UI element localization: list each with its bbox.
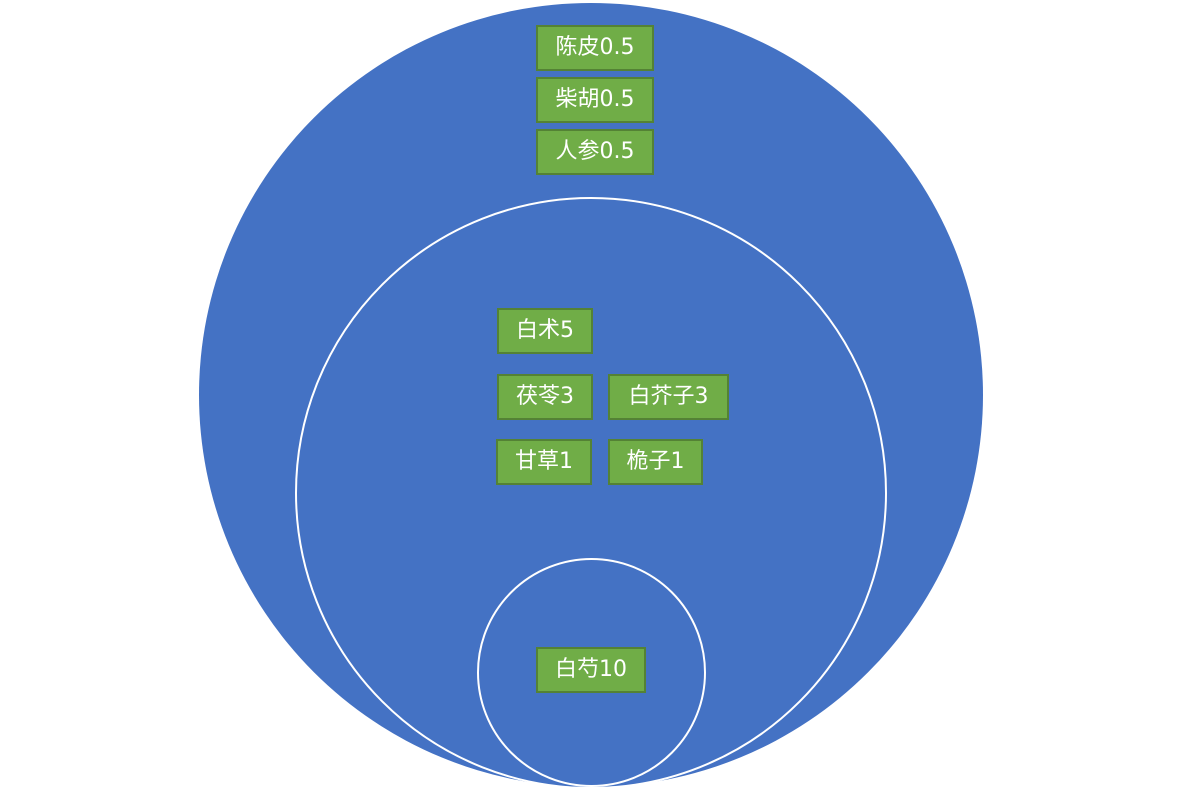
herb-box-inner-1: 白芍10 xyxy=(536,647,646,693)
herb-box-outer-2: 柴胡0.5 xyxy=(536,77,654,123)
inner-circle xyxy=(477,558,706,787)
herb-box-outer-3: 人参0.5 xyxy=(536,129,654,175)
herb-box-outer-1: 陈皮0.5 xyxy=(536,25,654,71)
herb-box-middle-3: 白芥子3 xyxy=(608,374,729,420)
herb-box-middle-2: 茯苓3 xyxy=(497,374,593,420)
herb-box-middle-5: 桅子1 xyxy=(608,439,703,485)
middle-circle xyxy=(295,197,887,789)
herb-box-middle-4: 甘草1 xyxy=(496,439,592,485)
herb-box-middle-1: 白术5 xyxy=(497,308,593,354)
